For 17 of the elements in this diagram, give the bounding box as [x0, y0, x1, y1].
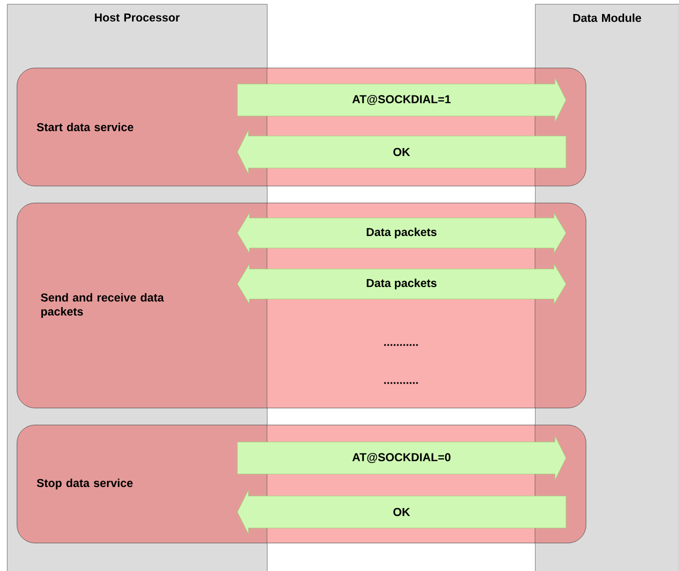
edge-label: OK [393, 148, 410, 156]
ellipsis-dots: ........... [384, 382, 418, 384]
node-label: Send and receive data packets [40, 293, 164, 318]
edge-label: AT@SOCKDIAL=0 [352, 453, 450, 463]
ellipsis-dots: ........... [384, 344, 418, 346]
edge-label: OK [393, 508, 410, 516]
node-label: Start data service [36, 122, 134, 132]
block-arrow [237, 490, 566, 534]
edge-label: Data packets [366, 278, 436, 290]
edge-label: Data packets [366, 228, 436, 238]
edge-label: AT@SOCKDIAL=1 [352, 95, 451, 105]
block-arrow [237, 436, 566, 480]
block-arrow [237, 78, 566, 122]
block-arrow [237, 130, 566, 174]
node-label: Stop data service [36, 478, 133, 490]
double-block-arrow [237, 212, 566, 254]
double-block-arrow [237, 264, 566, 304]
